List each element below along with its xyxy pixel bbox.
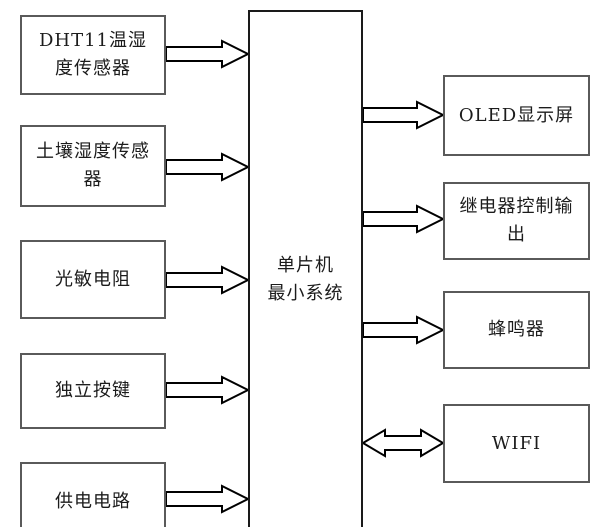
arrow-photoresistor-to-mcu (165, 265, 251, 295)
arrow-dht11-to-mcu (165, 39, 251, 69)
arrow-soil-to-mcu (165, 152, 251, 182)
node-mcu-minimum-system: 单片机 最小系统 (248, 10, 363, 527)
arrow-keys-to-mcu (165, 375, 251, 405)
arrow-power-to-mcu (165, 484, 251, 514)
arrow-mcu-to-relay (362, 204, 446, 234)
node-independent-keys: 独立按键 (20, 353, 166, 429)
node-dht11-temp-humidity-sensor: DHT11温湿度传感器 (20, 15, 166, 95)
node-oled-display: OLED显示屏 (443, 75, 590, 156)
arrow-mcu-to-buzzer (362, 315, 446, 345)
node-power-supply-circuit: 供电电路 (20, 462, 166, 527)
node-wifi-module: WIFI (443, 404, 590, 483)
node-buzzer: 蜂鸣器 (443, 291, 590, 369)
node-relay-control-output: 继电器控制输出 (443, 182, 590, 260)
arrow-mcu-wifi-bidirectional (361, 428, 445, 458)
arrow-mcu-to-oled (362, 100, 446, 130)
node-soil-moisture-sensor: 土壤湿度传感器 (20, 125, 166, 207)
node-photoresistor: 光敏电阻 (20, 240, 166, 319)
